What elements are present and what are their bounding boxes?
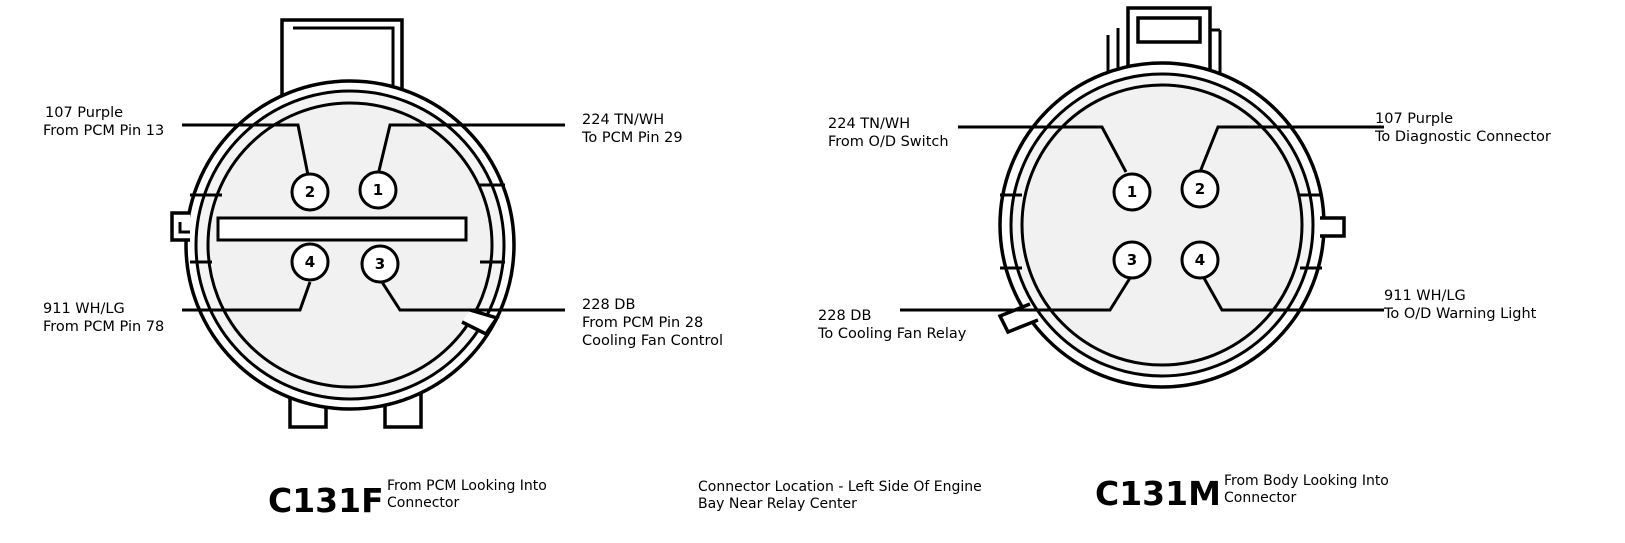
c131f-pin-2-wire-label: 107 Purple	[45, 105, 123, 121]
c131m-pin-4: 4	[1180, 240, 1220, 280]
c131m-view-note: From Body Looking Into Connector	[1224, 473, 1393, 506]
connector-location-note: Connector Location - Left Side Of Engine…	[698, 479, 986, 512]
c131f-view-note: From PCM Looking Into Connector	[387, 478, 551, 511]
c131f-wire-pin-1	[376, 123, 565, 176]
c131m-pin-1-destination-label: From O/D Switch	[828, 134, 949, 150]
c131f-wire-pin-3	[380, 281, 565, 312]
c131f-pin-3: 3	[360, 244, 400, 284]
svg-text:2: 2	[305, 183, 315, 201]
c131f-pin-4-destination-label: From PCM Pin 78	[43, 319, 164, 335]
svg-text:2: 2	[1195, 180, 1205, 198]
c131m-side-key	[1320, 216, 1346, 238]
c131f-pin-3-destination-label: From PCM Pin 28	[582, 315, 703, 331]
c131f-pin-1: 1	[358, 170, 398, 210]
c131m-pin-3-wire-label: 228 DB	[818, 308, 871, 324]
c131m-wire-pin-4	[1202, 277, 1384, 312]
c131f-pin-1-destination-label: To PCM Pin 29	[581, 130, 683, 146]
c131f-pin-3-extra-label: Cooling Fan Control	[582, 333, 723, 349]
c131m-connector: 1 2 3 4 224 TN/WH From O/D Switch 107 Pu…	[817, 6, 1551, 513]
c131m-title: C131M	[1095, 474, 1221, 513]
c131m-pin-2-wire-label: 107 Purple	[1375, 111, 1453, 127]
c131f-lock-tab	[461, 308, 500, 337]
c131m-pin-2: 2	[1180, 169, 1220, 209]
c131m-face	[1020, 83, 1304, 367]
c131f-wire-pin-4	[182, 281, 312, 312]
svg-text:1: 1	[373, 181, 383, 199]
c131m-pin-4-wire-label: 911 WH/LG	[1384, 288, 1466, 304]
c131m-pin-4-destination-label: To O/D Warning Light	[1383, 306, 1537, 322]
svg-text:4: 4	[1195, 251, 1205, 269]
c131f-pin-4: 4	[290, 242, 330, 282]
c131f-pin-1-wire-label: 224 TN/WH	[582, 112, 664, 128]
c131m-pin-2-destination-label: To Diagnostic Connector	[1374, 129, 1551, 145]
svg-text:4: 4	[305, 253, 315, 271]
c131f-pin-2: 2	[290, 172, 330, 212]
c131m-wire-pin-1	[958, 125, 1128, 173]
c131f-title: C131F	[268, 481, 384, 520]
c131m-pin-3-destination-label: To Cooling Fan Relay	[817, 326, 967, 342]
c131f-face	[206, 101, 494, 389]
c131f-pin-2-destination-label: From PCM Pin 13	[43, 123, 164, 139]
svg-text:3: 3	[375, 255, 385, 273]
c131f-center-key-bar	[216, 216, 468, 242]
c131f-connector: 2 1 4 3 107 Purple From PCM Pin 13 224 T…	[43, 18, 723, 520]
svg-text:3: 3	[1127, 251, 1137, 269]
c131f-pin-4-wire-label: 911 WH/LG	[43, 301, 125, 317]
c131m-wire-pin-2	[1198, 125, 1384, 173]
c131f-wire-pin-2	[182, 123, 310, 176]
c131m-pin-3: 3	[1112, 240, 1152, 280]
c131m-pin-1: 1	[1112, 172, 1152, 212]
svg-text:1: 1	[1127, 183, 1137, 201]
c131m-pin-1-wire-label: 224 TN/WH	[828, 116, 910, 132]
c131m-wire-pin-3	[900, 277, 1132, 312]
c131f-pin-3-wire-label: 228 DB	[582, 297, 635, 313]
